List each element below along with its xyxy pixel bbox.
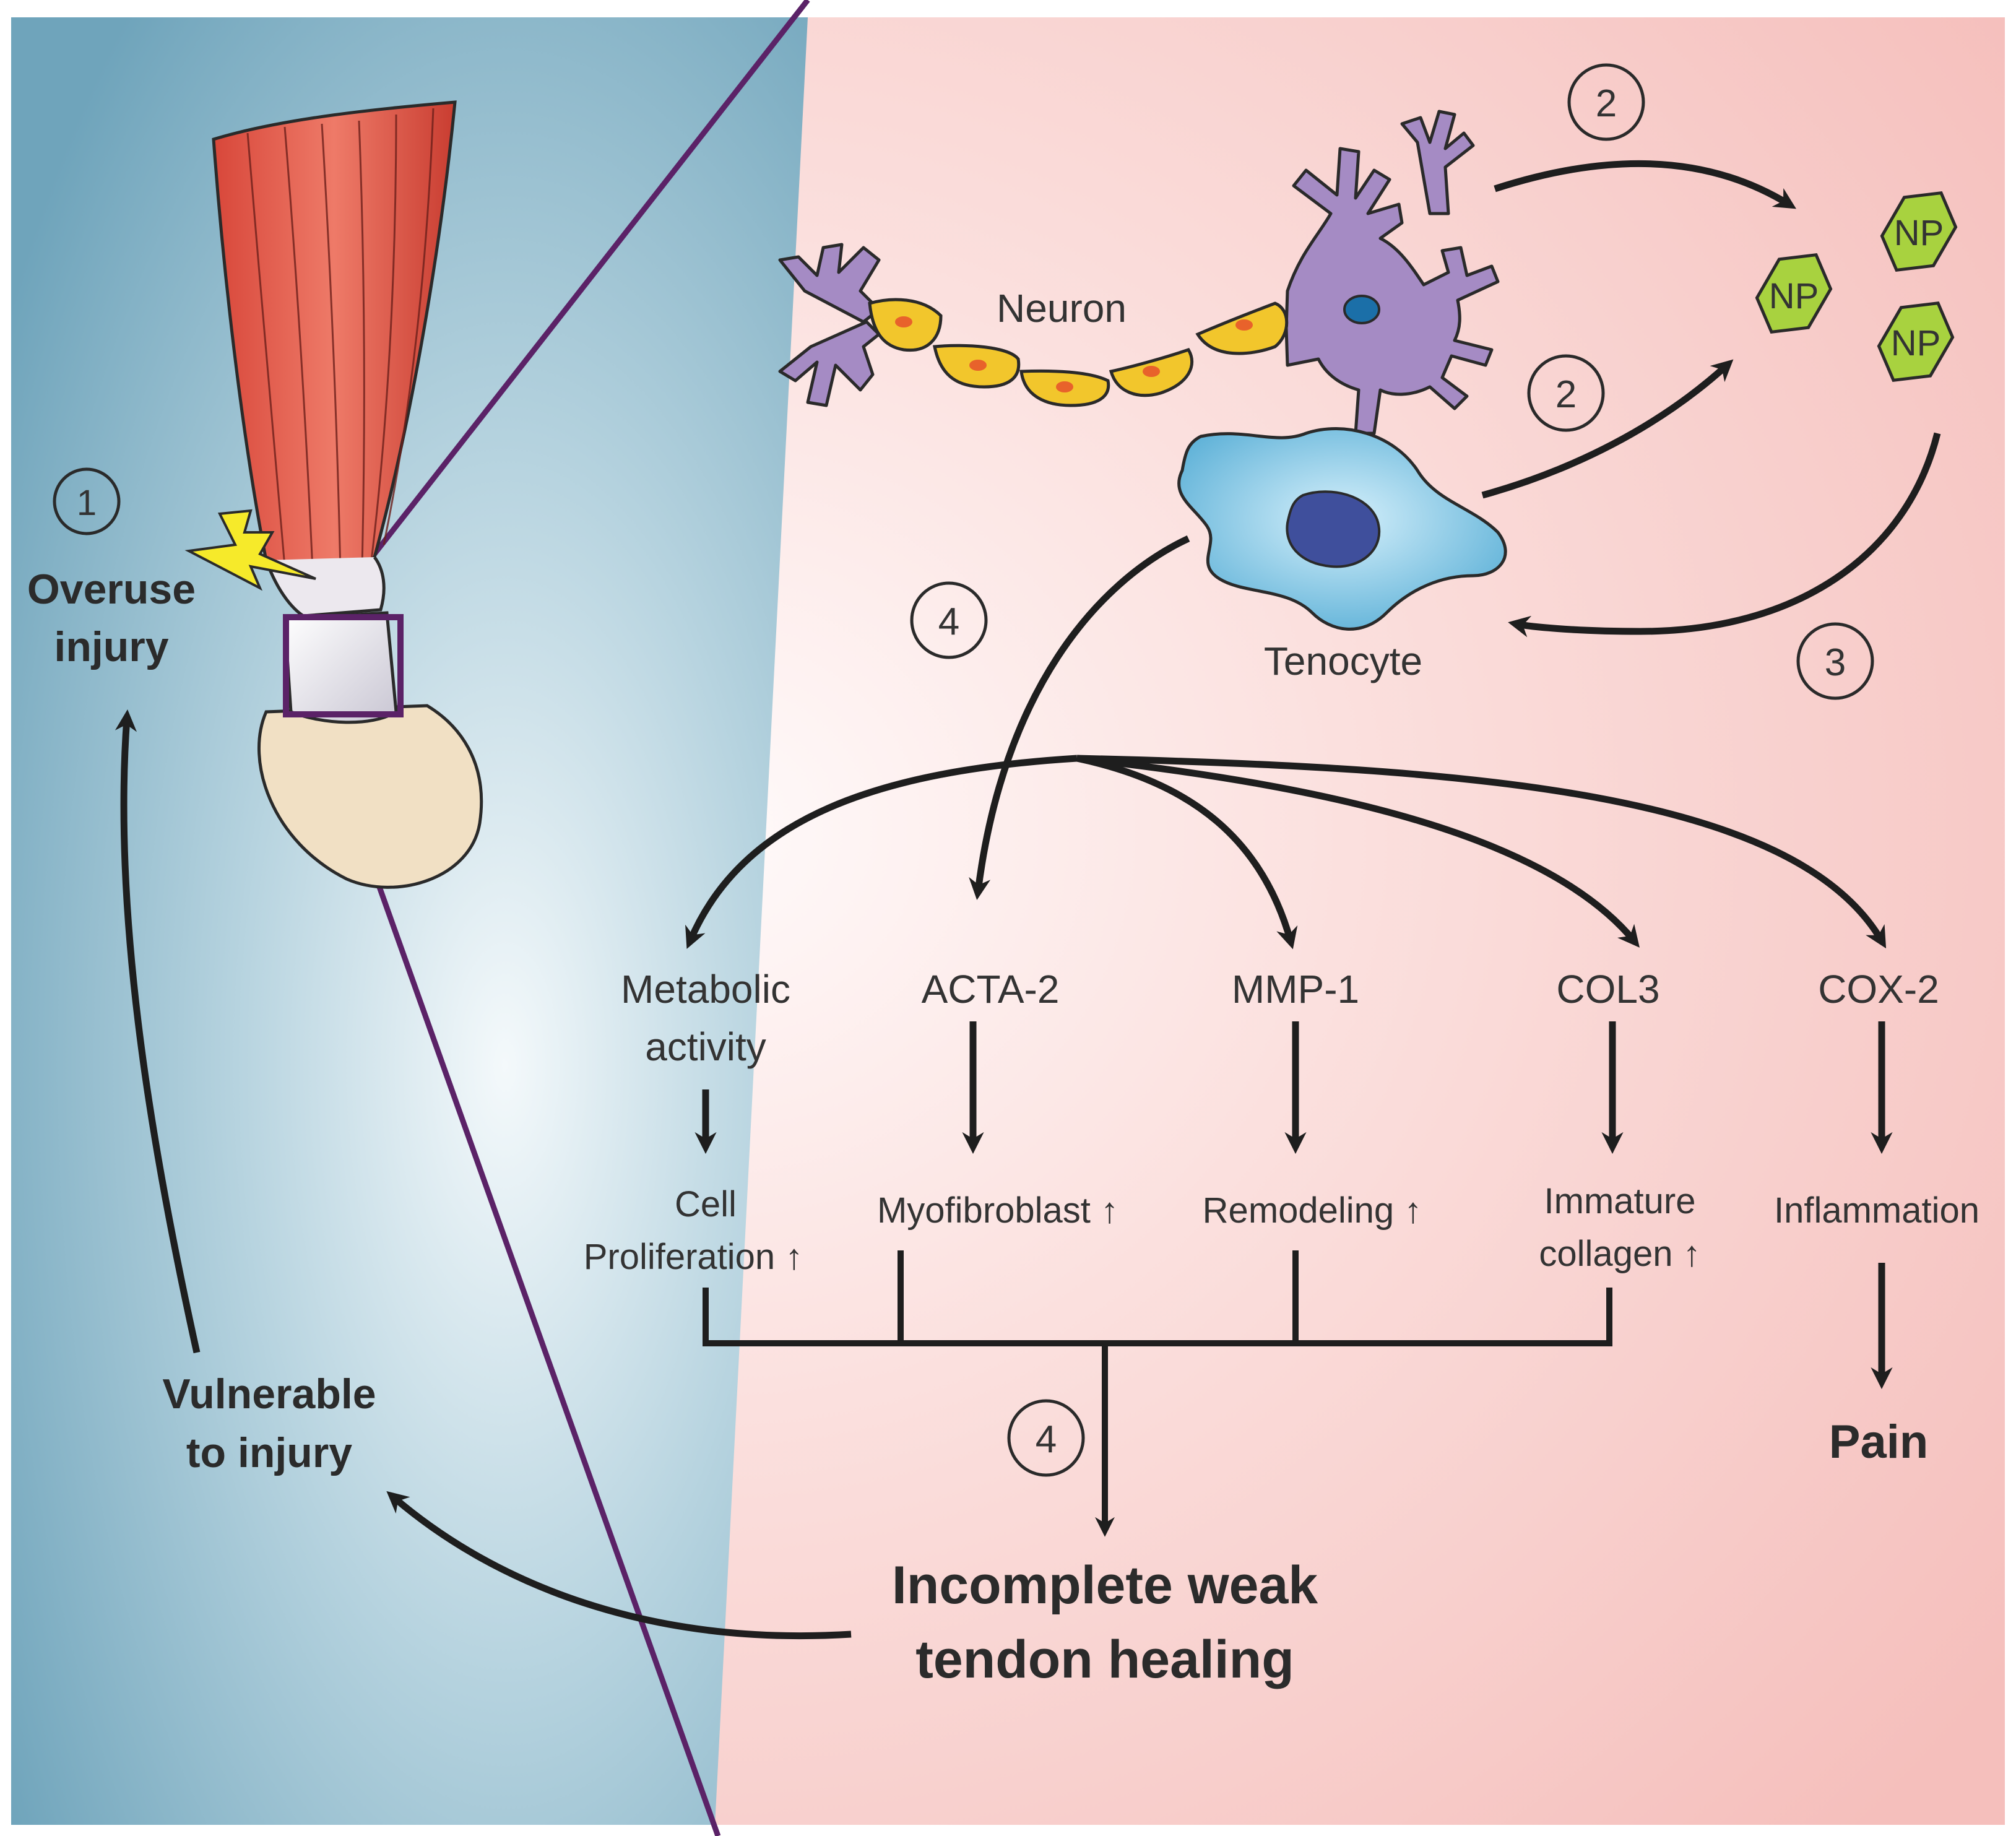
tendon-icon bbox=[283, 611, 398, 724]
neuron-illustration bbox=[778, 110, 1500, 435]
neuron-nucleus bbox=[1343, 295, 1380, 324]
step-1-circle bbox=[53, 467, 121, 535]
neuron-terminal-lower bbox=[778, 320, 881, 407]
cell-proliferation-line2: Proliferation ↑ bbox=[584, 1237, 803, 1277]
step-4-circle bbox=[910, 581, 988, 659]
bone-icon bbox=[257, 704, 483, 889]
vulnerable-label-line2: to injury bbox=[186, 1429, 352, 1476]
svg-text:NP: NP bbox=[1891, 323, 1941, 363]
zoom-line-upper bbox=[338, 0, 810, 599]
step-3-label: 3 bbox=[1825, 641, 1846, 684]
arrow-neuron-to-np bbox=[1494, 160, 1796, 209]
immature-collagen-line1: Immature bbox=[1544, 1181, 1696, 1221]
arrow-tenocyte-to-np bbox=[1481, 359, 1734, 499]
svg-text:NP: NP bbox=[1769, 276, 1819, 316]
inflammation-label: Inflammation bbox=[1774, 1190, 1979, 1231]
overuse-label-line1: Overuse bbox=[27, 566, 196, 613]
pain-label: Pain bbox=[1829, 1416, 1929, 1468]
zoom-box bbox=[283, 614, 404, 717]
metabolic-label-line2: activity bbox=[645, 1024, 766, 1069]
np-hexagon-3: NP bbox=[1877, 301, 1955, 383]
step-5-circle bbox=[1007, 1399, 1085, 1477]
convergence-bracket bbox=[703, 1288, 1612, 1346]
zoom-line-lower bbox=[314, 711, 721, 1836]
neuron-dendrite-top bbox=[1400, 110, 1475, 215]
arrow-to-mmp1 bbox=[1076, 755, 1298, 950]
tenocyte-label: Tenocyte bbox=[1264, 639, 1422, 683]
np-hexagon-1: NP bbox=[1755, 253, 1833, 334]
neuron-cell-body bbox=[1284, 147, 1500, 435]
overuse-label-line2: injury bbox=[54, 623, 168, 670]
arrow-np-to-tenocyte bbox=[1508, 432, 1941, 638]
arrow-tenocyte-to-acta2 bbox=[969, 535, 1190, 900]
step-2b-circle bbox=[1527, 354, 1605, 432]
svg-text:NP: NP bbox=[1894, 213, 1944, 253]
loop-arrow-up bbox=[115, 709, 201, 1354]
tenocyte-nucleus bbox=[1286, 490, 1381, 568]
mmp1-label: MMP-1 bbox=[1232, 967, 1359, 1011]
cell-proliferation-line1: Cell bbox=[675, 1184, 737, 1224]
vulnerable-label-line1: Vulnerable bbox=[162, 1371, 376, 1418]
immature-collagen-line2: collagen ↑ bbox=[1539, 1234, 1700, 1274]
step-5-label: 4 bbox=[1036, 1418, 1057, 1461]
step-2b-label: 2 bbox=[1555, 373, 1577, 416]
result-label-line2: tendon healing bbox=[915, 1630, 1294, 1689]
muscle-tendon-illustration bbox=[184, 100, 483, 889]
step-3-circle bbox=[1796, 622, 1874, 700]
left-panel-background bbox=[11, 17, 808, 1825]
lightning-icon bbox=[184, 509, 316, 591]
myofibroblast-label: Myofibroblast ↑ bbox=[877, 1190, 1118, 1231]
arrow-to-metabolic bbox=[685, 755, 1078, 949]
step-2a-label: 2 bbox=[1596, 82, 1617, 125]
step-1-label: 1 bbox=[77, 483, 97, 523]
cox2-label: COX-2 bbox=[1818, 967, 1939, 1011]
col3-label: COL3 bbox=[1556, 967, 1659, 1011]
neuron-terminal-upper bbox=[778, 243, 881, 324]
arrow-to-col3 bbox=[1076, 755, 1640, 948]
result-label-line1: Incomplete weak bbox=[892, 1556, 1318, 1615]
neuron-label: Neuron bbox=[997, 286, 1127, 331]
arrow-to-cox2 bbox=[1076, 755, 1887, 949]
np-hexagon-2: NP bbox=[1880, 191, 1958, 272]
step-4-label: 4 bbox=[938, 600, 959, 643]
step-2a-circle bbox=[1567, 63, 1645, 141]
acta2-label: ACTA-2 bbox=[922, 967, 1060, 1011]
remodeling-label: Remodeling ↑ bbox=[1203, 1190, 1422, 1231]
loop-arrow-left bbox=[386, 1491, 852, 1639]
metabolic-label-line1: Metabolic bbox=[621, 967, 790, 1011]
